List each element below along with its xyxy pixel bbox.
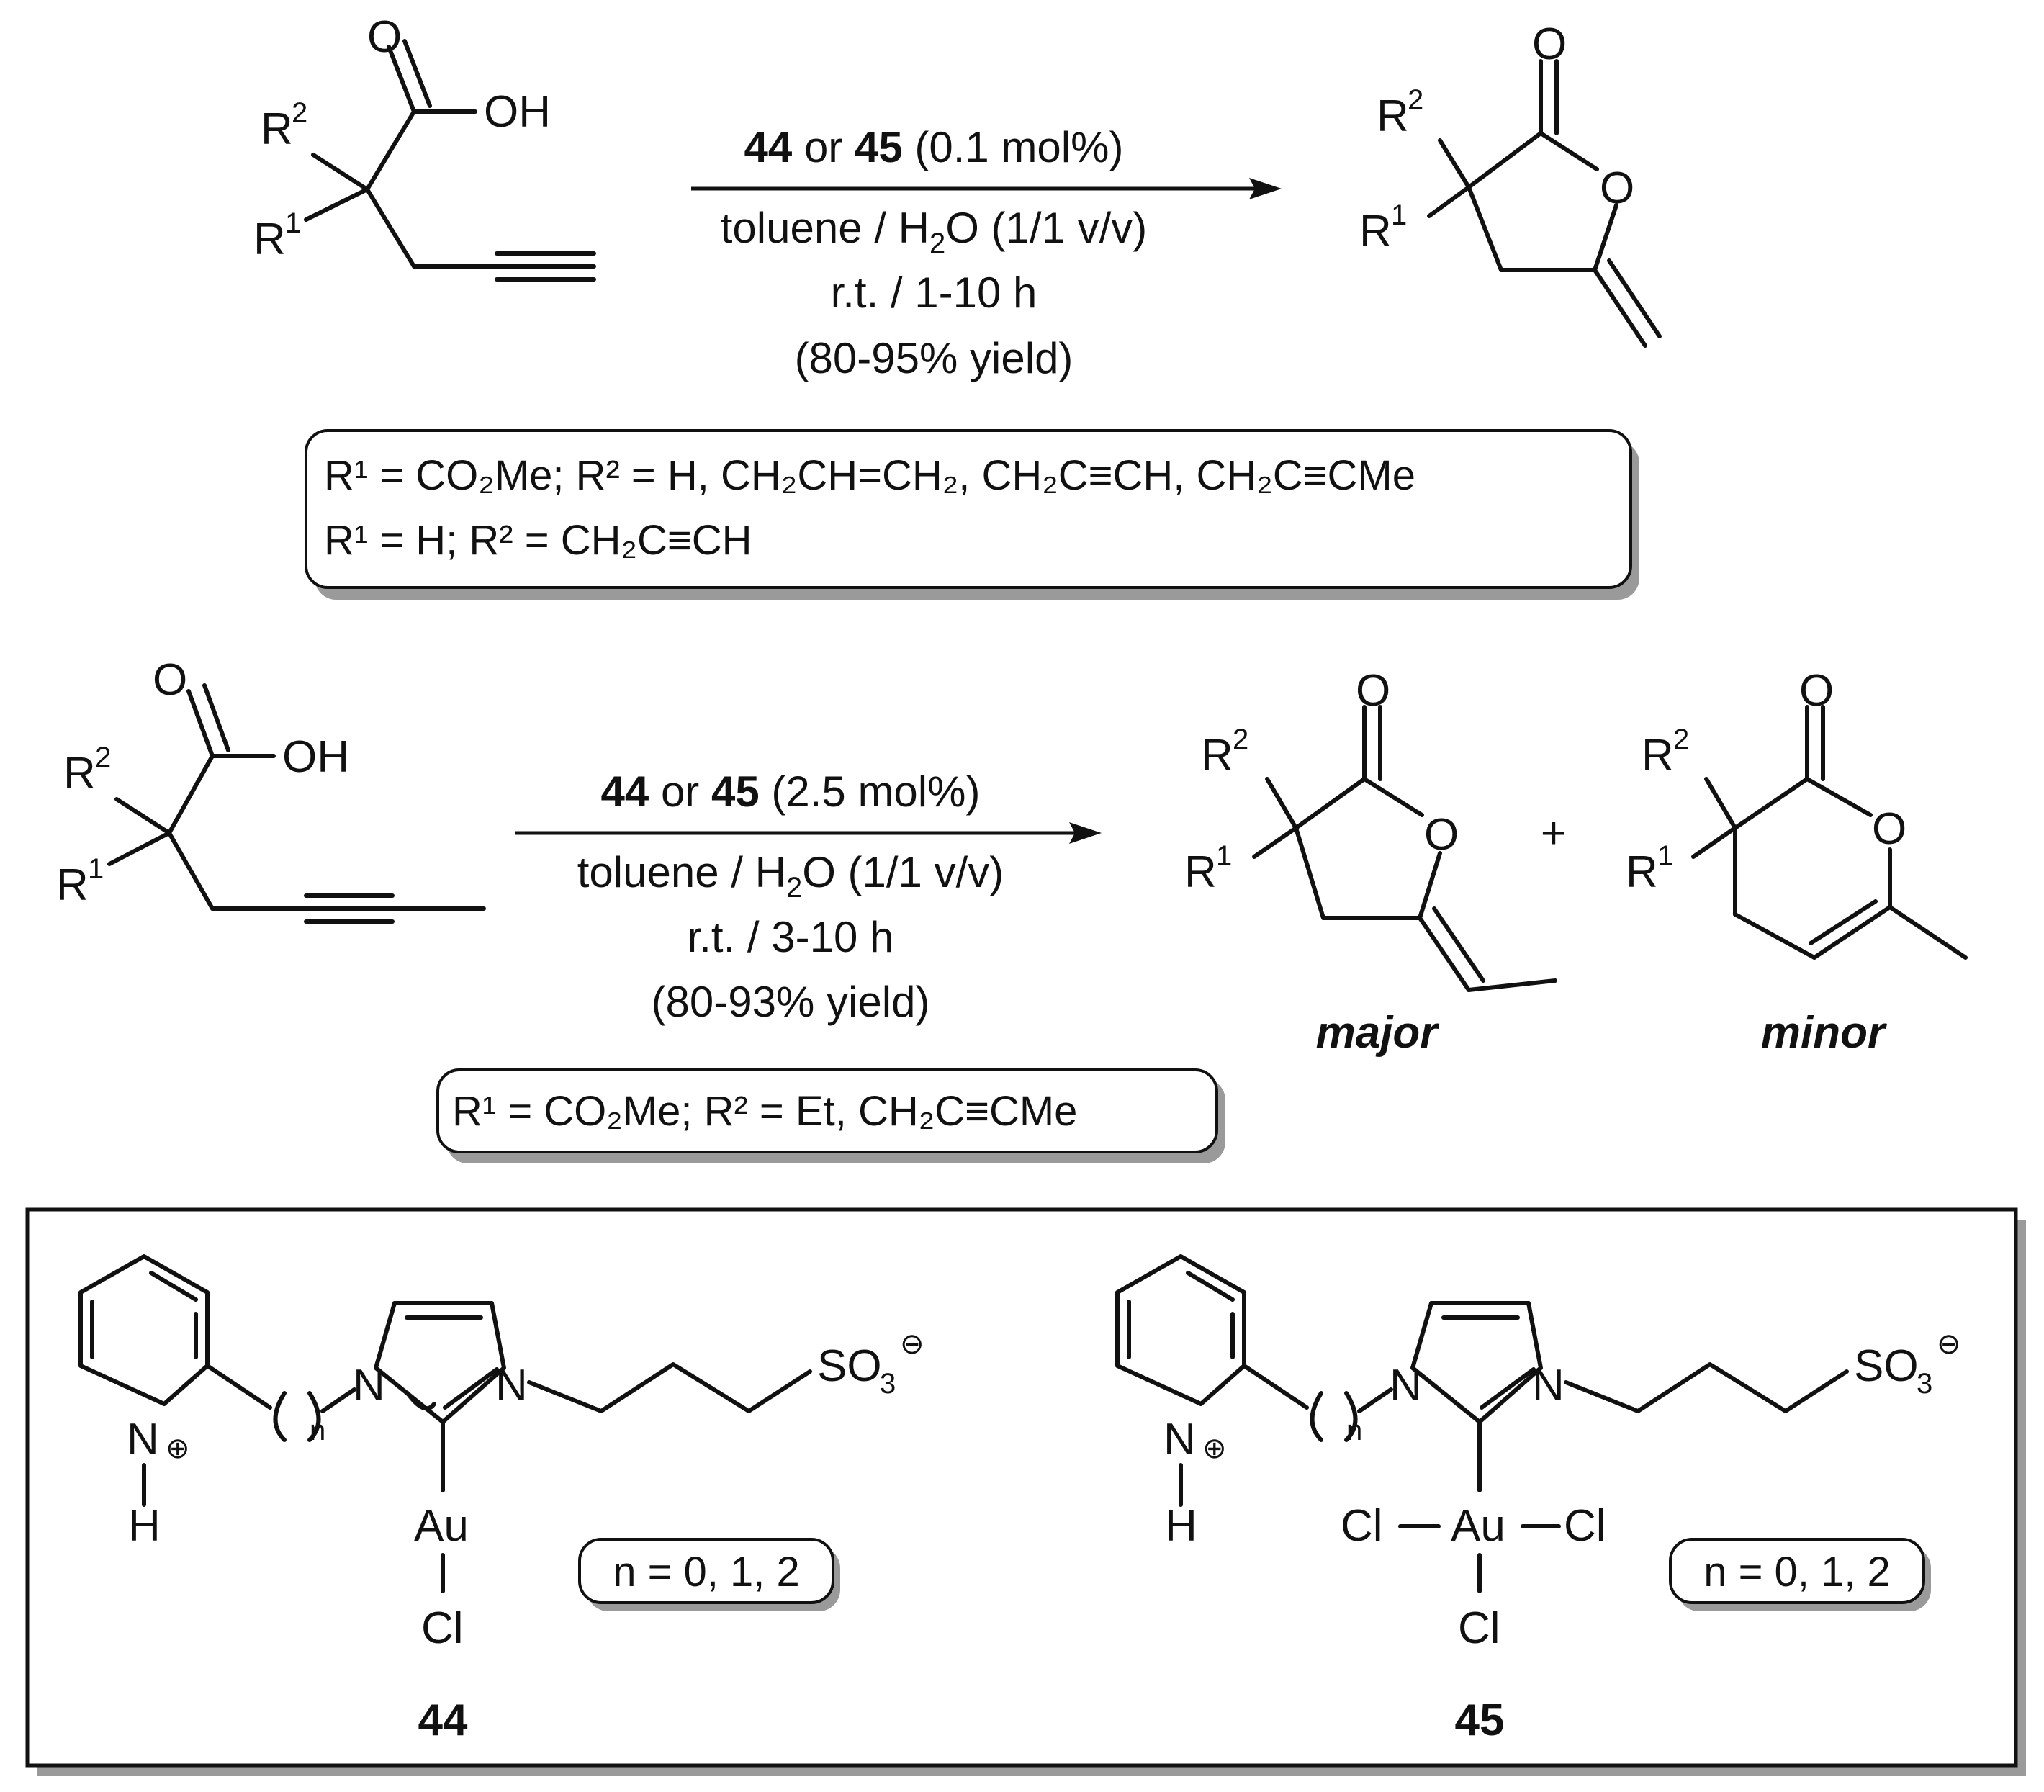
chain-n: n: [310, 1415, 325, 1446]
scheme2-major-product: O O R 2 R 1 major: [1184, 666, 1557, 1058]
atom-o: O: [153, 655, 187, 705]
atom-oh: OH: [484, 87, 551, 137]
scheme2-time: r.t. / 3-10 h: [688, 913, 894, 961]
pyridinium-h: H: [128, 1501, 161, 1551]
r2-label: R: [1377, 91, 1409, 141]
imidazole-n2: N: [495, 1361, 528, 1410]
major-label: major: [1316, 1008, 1440, 1058]
r2-label: R: [1201, 731, 1233, 780]
atom-o-ring: O: [1600, 163, 1634, 213]
minus-charge-icon: ⊖: [900, 1328, 924, 1360]
sulfonate-subscript: 3: [880, 1368, 896, 1400]
minus-charge-icon: ⊖: [1937, 1328, 1961, 1360]
catalyst-44: N ⊕ H n N N SO 3 ⊖ Au Cl n = 0, 1, 2 44: [78, 1254, 924, 1745]
scheme2-arrow: [515, 822, 1102, 844]
gold-atom: Au: [414, 1501, 469, 1551]
pyridinium-n: N: [1163, 1415, 1196, 1464]
atom-o-carbonyl: O: [1799, 666, 1834, 716]
imidazole-n1: N: [353, 1361, 385, 1410]
scheme2-scope-box: R¹ = CO₂Me; R² = Et, CH₂C≡CMe: [436, 1068, 1225, 1163]
chloride-bottom: Cl: [421, 1603, 464, 1653]
r2-label: R: [261, 104, 293, 154]
scheme2-catalyst-line: 44 or 45 (2.5 mol%): [601, 767, 981, 816]
scheme1-product: O O R 2 R 1: [1359, 19, 1662, 348]
pyridinium-n: N: [127, 1415, 159, 1464]
r1-superscript: 1: [1216, 840, 1232, 872]
r1-label: R: [1184, 847, 1217, 897]
chloride-left: Cl: [1341, 1501, 1383, 1551]
plus-charge-icon: ⊕: [1202, 1433, 1227, 1464]
chloride-bottom: Cl: [1458, 1603, 1500, 1653]
r2-superscript: 2: [1673, 724, 1689, 755]
atom-o-carbonyl: O: [1356, 666, 1390, 716]
atom-o-carbonyl: O: [1532, 19, 1567, 69]
catalyst-45-label: 45: [1455, 1696, 1505, 1745]
pyridinium-h: H: [1165, 1501, 1197, 1551]
scheme2-yield: (80-93% yield): [652, 978, 930, 1026]
r1-label: R: [56, 860, 89, 910]
scheme1-scope-box: R¹ = CO₂Me; R² = H, CH₂CH=CH₂, CH₂C≡CH, …: [305, 429, 1639, 600]
r2-superscript: 2: [292, 97, 307, 129]
gold-atom: Au: [1451, 1501, 1505, 1551]
chain-n: n: [1346, 1415, 1362, 1446]
scheme1-time: r.t. / 1-10 h: [831, 269, 1037, 317]
r1-superscript: 1: [285, 207, 301, 239]
scheme1: O OH R 2 R 1 44 or 45 (0.1 mol%) toluene…: [253, 12, 1662, 600]
atom-o-ring: O: [1872, 804, 1906, 854]
r1-label: R: [253, 215, 286, 264]
sulfonate-subscript: 3: [1917, 1368, 1932, 1400]
sulfonate: SO: [817, 1341, 882, 1391]
scheme2-minor-product: O O R 2 R 1 minor: [1626, 666, 1968, 1058]
atom-o: O: [367, 12, 402, 62]
minor-label: minor: [1761, 1008, 1887, 1058]
atom-oh: OH: [282, 732, 349, 782]
sulfonate: SO: [1854, 1341, 1919, 1391]
catalyst-44-label: 44: [418, 1696, 468, 1745]
r1-label: R: [1626, 847, 1658, 897]
r2-label: R: [1642, 731, 1674, 780]
plus-sign: +: [1541, 809, 1567, 858]
r1-superscript: 1: [1391, 199, 1407, 231]
r1-superscript: 1: [88, 853, 104, 885]
scheme1-starting-material: O OH R 2 R 1: [253, 12, 596, 282]
r1-superscript: 1: [1657, 840, 1673, 872]
catalyst-panel: N ⊕ H n N N SO 3 ⊖ Au Cl n = 0, 1, 2 44: [25, 1207, 2026, 1776]
scope-line-1: R¹ = CO₂Me; R² = Et, CH₂C≡CMe: [452, 1088, 1077, 1135]
scheme1-solvent: toluene / H2O (1/1 v/v): [721, 204, 1148, 259]
scheme1-catalyst-line: 44 or 45 (0.1 mol%): [744, 123, 1124, 171]
n-values: n = 0, 1, 2: [1703, 1549, 1891, 1595]
atom-o-ring: O: [1424, 810, 1459, 860]
scope-line-1: R¹ = CO₂Me; R² = H, CH₂CH=CH₂, CH₂C≡CH, …: [324, 452, 1415, 499]
catalyst-45: N ⊕ H n N N SO 3 ⊖ Au Cl Cl Cl n = 0, 1,…: [1115, 1254, 1961, 1745]
r2-superscript: 2: [95, 742, 111, 773]
scheme1-yield: (80-95% yield): [795, 334, 1073, 382]
n-values: n = 0, 1, 2: [613, 1549, 800, 1595]
scheme2-starting-material: O OH R 2 R 1: [56, 655, 486, 924]
imidazole-n1: N: [1390, 1361, 1422, 1410]
plus-charge-icon: ⊕: [166, 1433, 190, 1464]
r1-label: R: [1359, 207, 1392, 256]
scheme2-solvent: toluene / H2O (1/1 v/v): [577, 848, 1004, 904]
imidazole-n2: N: [1532, 1361, 1564, 1410]
scope-line-2: R¹ = H; R² = CH₂C≡CH: [324, 517, 752, 564]
scheme2: O OH R 2 R 1 44 or 45 (2.5 mol%) toluene…: [56, 655, 1968, 1163]
scheme1-arrow: [691, 178, 1282, 199]
r2-superscript: 2: [1408, 84, 1423, 116]
r2-superscript: 2: [1233, 724, 1248, 755]
r2-label: R: [63, 749, 96, 798]
chloride-right: Cl: [1564, 1501, 1606, 1551]
